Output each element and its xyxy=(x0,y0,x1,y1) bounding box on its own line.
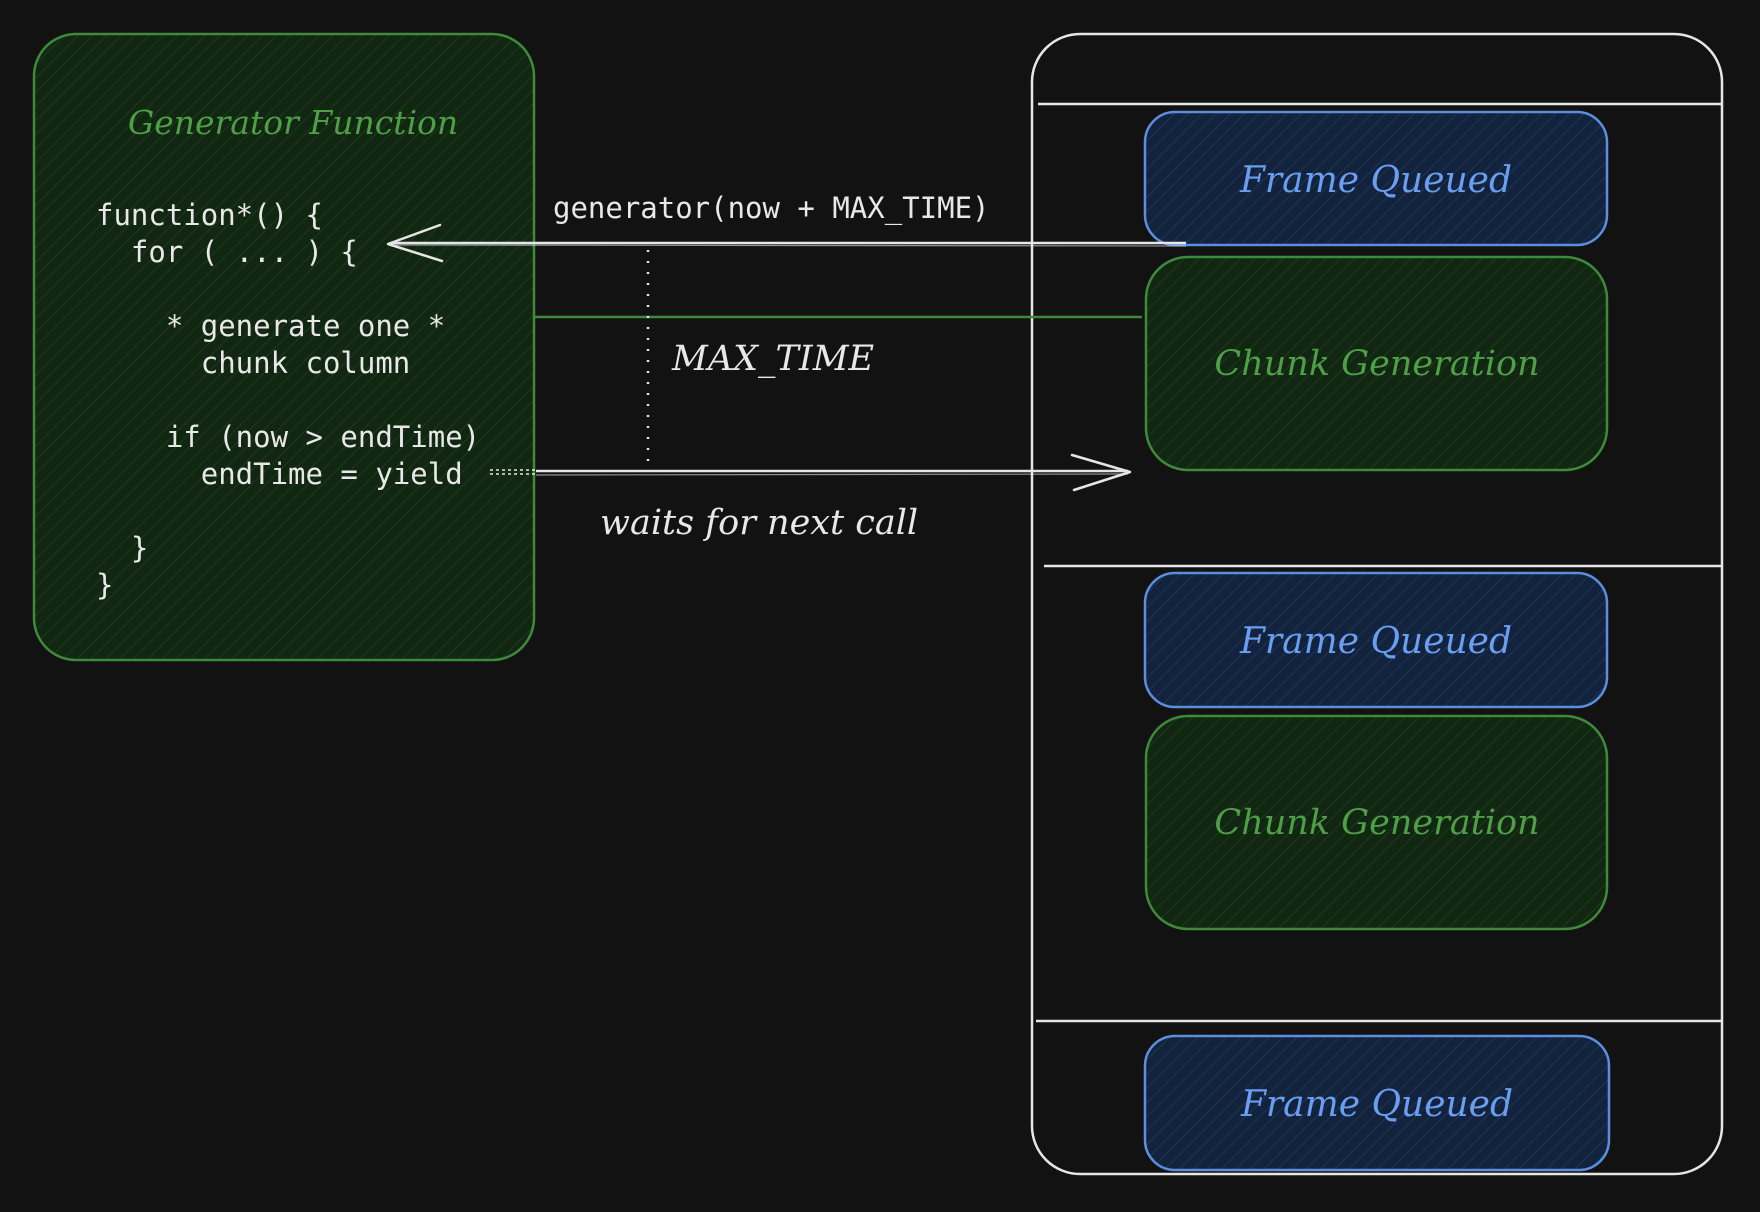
generator-function-title: Generator Function xyxy=(128,103,458,142)
waits-label: waits for next call xyxy=(600,503,918,543)
frame-queued-block xyxy=(1143,110,1609,247)
chunk-generation-block xyxy=(1144,714,1609,931)
timeline-frame xyxy=(1030,32,1724,1176)
code-line: if (now > endTime) xyxy=(96,420,480,454)
yield-arrow xyxy=(490,453,1132,492)
code-line: } xyxy=(96,531,148,565)
code-line: for ( ... ) { xyxy=(96,235,358,269)
frame-queued-label: Frame Queued xyxy=(1239,621,1512,662)
generator-call-arrow xyxy=(386,223,1187,263)
generator-code: function*() { for ( ... ) { * generate o… xyxy=(96,198,480,602)
code-line: endTime = yield xyxy=(96,457,463,491)
code-line: } xyxy=(96,568,113,602)
chunk-generation-label: Chunk Generation xyxy=(1214,344,1539,384)
code-line: * generate one * xyxy=(96,309,445,343)
frame-queued-block xyxy=(1143,1034,1611,1172)
frame-queued-label: Frame Queued xyxy=(1239,160,1512,201)
chunk-generation-block xyxy=(1144,255,1609,472)
chunk-generation-label: Chunk Generation xyxy=(1214,803,1539,843)
code-line: chunk column xyxy=(96,346,410,380)
generator-function-box: Generator Function function*() { for ( .… xyxy=(32,32,536,662)
timeline: Frame Queued Chunk Generation Frame Queu… xyxy=(1030,32,1724,1176)
generator-call-label: generator(now + MAX_TIME) xyxy=(553,191,990,226)
max-time-label: MAX_TIME xyxy=(671,339,874,379)
code-line: function*() { xyxy=(96,198,323,232)
generator-function-frame xyxy=(32,32,536,662)
frame-queued-label: Frame Queued xyxy=(1240,1084,1513,1125)
frame-queued-block xyxy=(1143,571,1609,709)
